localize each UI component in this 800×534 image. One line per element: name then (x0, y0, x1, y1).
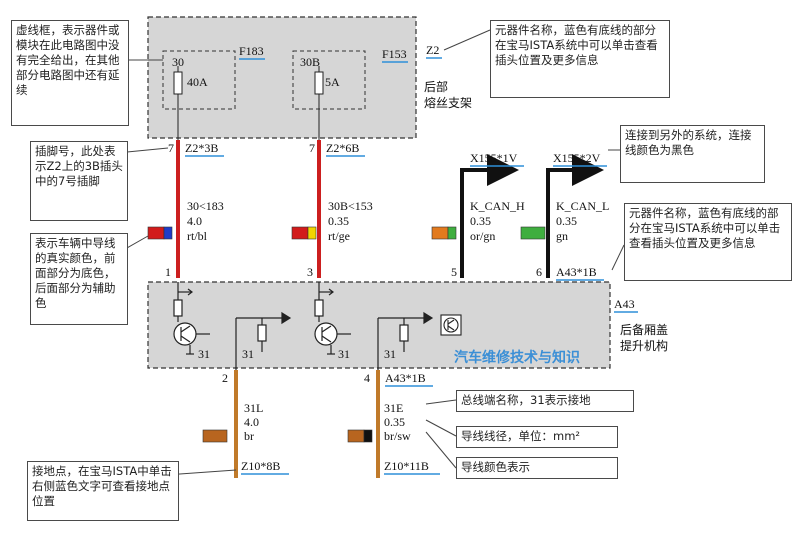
module-pin-3: 3 (307, 265, 313, 279)
wire-1-label-2: 4.0 (187, 214, 202, 228)
note-wire-gauge: 导线线径，单位：mm² (456, 426, 618, 448)
wire-1-label-3: rt/bl (187, 229, 208, 243)
callout-leaders (123, 29, 625, 479)
wire-4-label-3: gn (556, 229, 568, 243)
note-component-name: 元器件名称，蓝色有底线的部分在宝马ISTA系统中可以单击查看插头位置及更多信息 (490, 20, 670, 98)
wire-4-label-2: 0.35 (556, 214, 577, 228)
module-box (147, 281, 611, 369)
pin-x155-1v[interactable]: X155*1V (470, 151, 518, 165)
swatch-br-sw-base (347, 429, 365, 443)
wire-2-label-3: rt/ge (328, 229, 350, 243)
module-pin-1: 1 (165, 265, 171, 279)
note-black-wire: 连接到另外的系统，连接线颜色为黑色 (620, 125, 765, 183)
note-wire-color: 表示车辆中导线的真实颜色，前面部分为底色，后面部分为辅助色 (30, 233, 128, 325)
fuse-2-rating: 5A (325, 75, 340, 89)
wire-5-label-2: 4.0 (244, 415, 259, 429)
module-pin-6: 6 (536, 265, 542, 279)
swatch-rt-bl-stripe (163, 226, 173, 240)
wire-black-1 (460, 154, 519, 278)
note-wire-color-code: 导线颜色表示 (456, 457, 618, 479)
ground-label-4: 31 (384, 347, 396, 361)
wire-2-label-2: 0.35 (328, 214, 349, 228)
pin-number-1: 7 (168, 141, 174, 155)
swatch-or-gn-base (431, 226, 449, 240)
ground-z10-11b[interactable]: Z10*11B (384, 459, 429, 473)
resistor-branch-2 (377, 311, 434, 370)
fuse-2-frame (292, 50, 366, 110)
fuse-2-number: 30B (300, 55, 320, 69)
transistor-icon (440, 314, 462, 336)
note-component-name-2: 元器件名称，蓝色有底线的部分在宝马ISTA系统中可以单击查看插头位置及更多信息 (624, 203, 792, 281)
swatch-rt-ge-base (291, 226, 309, 240)
wire-5-label-1: 31L (244, 401, 263, 415)
component-f183[interactable]: F183 (239, 44, 264, 58)
fuse-1-number: 30 (172, 55, 184, 69)
module-pin-5: 5 (451, 265, 457, 279)
swatch-or-gn-stripe (447, 226, 457, 240)
transistor-2 (314, 282, 351, 355)
module-pin-2: 2 (222, 371, 228, 385)
ground-z10-8b[interactable]: Z10*8B (241, 459, 280, 473)
pin-number-2: 7 (309, 141, 315, 155)
watermark: 汽车维修技术与知识 (454, 349, 580, 365)
fuse-box-label-1: 后部 (424, 79, 448, 94)
ground-label-2: 31 (242, 347, 254, 361)
component-f153[interactable]: F153 (382, 47, 407, 61)
connector-a43-1b-bottom[interactable]: A43*1B (385, 371, 426, 385)
swatch-gn (520, 226, 546, 240)
wire-3-label-1: K_CAN_H (470, 199, 525, 213)
ground-label-3: 31 (338, 347, 350, 361)
ground-label-1: 31 (198, 347, 210, 361)
wire-3-label-2: 0.35 (470, 214, 491, 228)
wire-6-label-3: br/sw (384, 429, 411, 443)
wire-black-2 (546, 154, 604, 278)
wire-1-label-1: 30<183 (187, 199, 224, 213)
module-a43[interactable]: A43 (614, 297, 635, 311)
pin-z2-6b[interactable]: Z2*6B (326, 141, 359, 155)
wire-6-label-2: 0.35 (384, 415, 405, 429)
note-bus-terminal: 总线端名称，31表示接地 (456, 390, 634, 412)
swatch-rt-bl-base (147, 226, 165, 240)
fuse-box (147, 16, 417, 139)
swatch-br-sw-stripe (363, 429, 373, 443)
module-label-2: 提升机构 (620, 338, 668, 353)
wire-2-label-1: 30B<153 (328, 199, 373, 213)
note-ground-point: 接地点，在宝马ISTA中单击右侧蓝色文字可查看接地点位置 (27, 461, 179, 521)
swatch-rt-ge-stripe (307, 226, 317, 240)
swatch-br (202, 429, 228, 443)
transistor-1 (173, 282, 210, 355)
wire-3-label-3: or/gn (470, 229, 495, 243)
note-pin-number: 插脚号，此处表示Z2上的3B插头中的7号插脚 (30, 141, 128, 221)
note-dashed-box: 虚线框，表示器件或模块在此电路图中没有完全给出，在其他部分电路图中还有延续 (11, 20, 129, 126)
wire-5-label-3: br (244, 429, 254, 443)
fuse-2-symbol (314, 71, 324, 95)
connector-z2[interactable]: Z2 (426, 43, 439, 57)
wire-6-label-1: 31E (384, 401, 403, 415)
pin-z2-3b[interactable]: Z2*3B (185, 141, 218, 155)
module-pin-4: 4 (364, 371, 370, 385)
fuse-box-label-2: 熔丝支架 (424, 95, 472, 110)
pin-x155-2v[interactable]: X155*2V (553, 151, 601, 165)
resistor-branch-1 (235, 311, 292, 370)
fuse-1-frame (162, 50, 236, 110)
wire-4-label-1: K_CAN_L (556, 199, 609, 213)
module-label-1: 后备厢盖 (620, 323, 668, 337)
fuse-1-rating: 40A (187, 75, 208, 89)
connector-a43-1b-top[interactable]: A43*1B (556, 265, 597, 279)
fuse-1-symbol (173, 71, 183, 95)
